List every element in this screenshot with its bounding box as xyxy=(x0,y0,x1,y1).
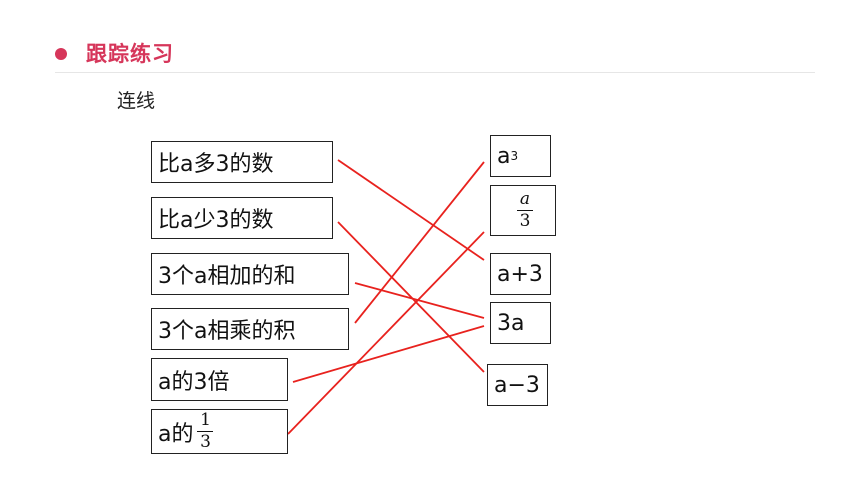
right-item-3a[interactable]: 3a xyxy=(490,302,551,344)
left-item-label: 比a多3的数 xyxy=(158,152,274,177)
fraction-numerator: a xyxy=(519,188,531,209)
left-item-a-plus-3[interactable]: 比a多3的数 xyxy=(151,141,333,183)
fraction-bar xyxy=(197,430,214,433)
left-item-label: 比a少3的数 xyxy=(158,208,274,233)
right-item-label: a+3 xyxy=(497,261,543,287)
left-item-label: 3个a相乘的积 xyxy=(158,319,296,344)
fraction-denominator: 3 xyxy=(519,211,531,232)
fraction-numerator: 1 xyxy=(200,409,211,430)
fraction-denominator: 3 xyxy=(200,432,211,453)
header-divider xyxy=(55,72,815,73)
left-item-sum-3a[interactable]: 3个a相加的和 xyxy=(151,253,349,295)
left-item-third-of-a[interactable]: a的 1 3 xyxy=(151,409,288,454)
fraction-a-over-3: a 3 xyxy=(517,188,533,232)
connection-line xyxy=(292,325,485,383)
exercise-instruction: 连线 xyxy=(117,90,156,112)
left-item-3-times-a[interactable]: a的3倍 xyxy=(151,358,288,401)
left-item-label: a的 xyxy=(158,421,194,447)
left-item-label: a的3倍 xyxy=(158,369,230,395)
left-item-product-a3[interactable]: 3个a相乘的积 xyxy=(151,308,349,350)
connection-line xyxy=(337,221,485,373)
right-item-exponent: 3 xyxy=(510,149,519,163)
right-item-label: a−3 xyxy=(494,372,540,398)
left-item-label: 3个a相加的和 xyxy=(158,264,296,289)
right-item-a-minus-3[interactable]: a−3 xyxy=(487,364,548,406)
section-title: 跟踪练习 xyxy=(86,42,174,66)
connection-line xyxy=(354,282,485,319)
fraction-one-third: 1 3 xyxy=(197,409,214,453)
right-item-a-plus-3[interactable]: a+3 xyxy=(490,253,551,295)
connection-line xyxy=(337,159,485,261)
header-bullet-icon xyxy=(55,48,67,60)
left-item-a-minus-3[interactable]: 比a少3的数 xyxy=(151,197,333,239)
right-item-a-over-3[interactable]: a 3 xyxy=(490,185,556,236)
connection-line xyxy=(287,231,485,435)
right-item-label: 3a xyxy=(497,310,525,336)
right-item-base: a xyxy=(497,143,511,169)
fraction-bar xyxy=(517,209,533,212)
connection-line xyxy=(354,161,485,324)
